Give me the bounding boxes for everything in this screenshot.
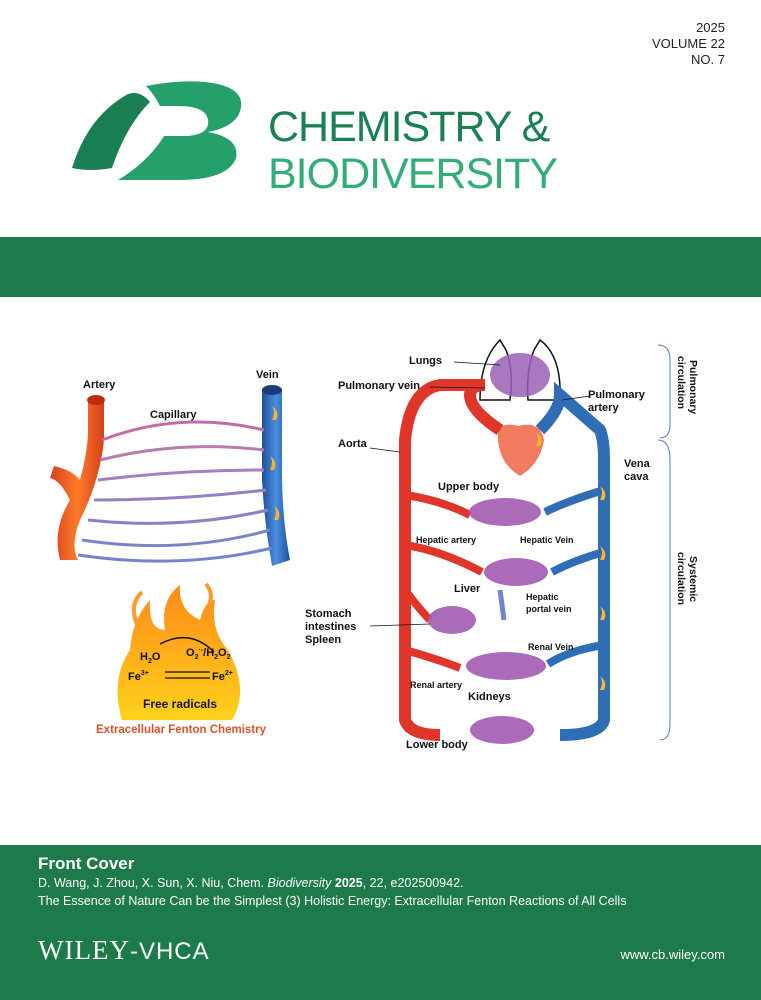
artery-shape [50,396,104,560]
label-kidneys: Kidneys [468,691,511,703]
circulation-diagram: Artery Vein Capillary H2O O2·-/H2O2 Fe3+… [50,338,699,751]
venous-branches [543,486,606,668]
vena-flame-icons [536,432,606,690]
front-cover-label: Front Cover [38,854,135,873]
heart-icon [497,424,544,476]
label-stomach: Stomach [305,608,352,620]
label-pulmonary-artery-2: artery [588,402,619,414]
publisher-sub: -VHCA [129,938,210,965]
publisher-logo: WILEY-VHCA [38,935,210,966]
citation-authors: D. Wang, J. Zhou, X. Sun, X. Niu, Chem. [38,876,268,890]
journal-logo [72,81,242,180]
issue-year: 2025 [696,20,725,35]
svg-text:H2O: H2O [140,651,161,665]
cover-footer: Front Cover D. Wang, J. Zhou, X. Sun, X.… [0,845,761,1000]
citation-ref: , 22, e202500942. [362,876,464,890]
journal-url[interactable]: www.cb.wiley.com [620,947,725,962]
issue-number: NO. 7 [691,52,725,67]
fenton-fire-illustration: H2O O2·-/H2O2 Fe3+ Fe2+ Free radicals Ex… [96,582,267,736]
label-aorta: Aorta [338,438,368,450]
label-vena-2: cava [624,471,649,483]
leader-lines [369,361,591,627]
publisher-main: WILEY [38,935,130,965]
systemic-brace [657,439,671,741]
label-upper-body: Upper body [438,481,500,493]
capillary-network [77,420,273,563]
green-band [0,237,761,297]
vein-shape [262,386,290,566]
label-pulmonary-circulation-1: Pulmonary [687,360,699,414]
label-vena-1: Vena [624,458,651,470]
label-hepatic-artery: Hepatic artery [416,535,476,545]
issue-info: 2025 VOLUME 22 NO. 7 [652,20,725,68]
label-capillary: Capillary [150,409,197,421]
label-systemic-circulation-1: Systemic [687,556,699,602]
label-hepatic-portal-2: portal vein [526,604,572,614]
label-lower-body: Lower body [406,739,469,751]
label-free-radicals: Free radicals [143,697,217,711]
artery-vein-illustration: Artery Vein Capillary [50,369,290,566]
label-renal-artery: Renal artery [410,680,462,690]
systemic-circulation-diagram: Lungs Pulmonary vein Pulmonary artery Ao… [305,338,699,751]
cover-illustration: Artery Vein Capillary H2O O2·-/H2O2 Fe3+… [0,297,761,845]
journal-title: CHEMISTRY & BIODIVERSITY [268,103,558,198]
lung-capillary-bed [490,353,550,397]
label-pulmonary-vein: Pulmonary vein [338,380,420,392]
label-hepatic-portal-1: Hepatic [526,592,559,602]
citation-journal: Biodiversity [267,876,332,890]
vein-flame-icons [270,406,280,520]
label-intestines: intestines [305,621,356,633]
pulmonary-brace [657,344,671,439]
label-hepatic-vein: Hepatic Vein [520,535,574,545]
label-pulmonary-artery-1: Pulmonary [588,389,646,401]
label-vein: Vein [256,369,279,381]
arterial-trunk [399,379,504,741]
svg-text:O2·-/H2O2: O2·-/H2O2 [186,647,231,661]
label-lungs: Lungs [409,355,442,367]
label-renal-vein: Renal Vein [528,642,574,652]
journal-title-line1: CHEMISTRY & [268,103,550,151]
label-artery: Artery [83,379,116,391]
label-fenton: Extracellular Fenton Chemistry [96,724,267,736]
artery-lumen [87,395,105,405]
journal-title-line2: BIODIVERSITY [268,150,558,198]
venous-trunk [535,381,610,741]
capillary-beds [428,498,548,744]
masthead: 2025 VOLUME 22 NO. 7 CHEMISTRY & BIODIVE… [0,0,761,237]
reaction-arrow-top [159,636,215,653]
hepatic-portal-vein [497,589,507,621]
issue-volume: VOLUME 22 [652,36,725,51]
article-title: The Essence of Nature Can be the Simples… [38,894,627,908]
citation: D. Wang, J. Zhou, X. Sun, X. Niu, Chem. … [38,876,464,890]
label-liver: Liver [454,583,481,595]
label-systemic-circulation-2: circulation [675,552,687,605]
label-pulmonary-circulation-2: circulation [675,356,687,409]
arterial-branches [401,491,484,672]
citation-year: 2025 [334,876,363,890]
label-spleen: Spleen [305,634,341,646]
vein-lumen [262,385,282,395]
fire-icon [117,585,241,720]
